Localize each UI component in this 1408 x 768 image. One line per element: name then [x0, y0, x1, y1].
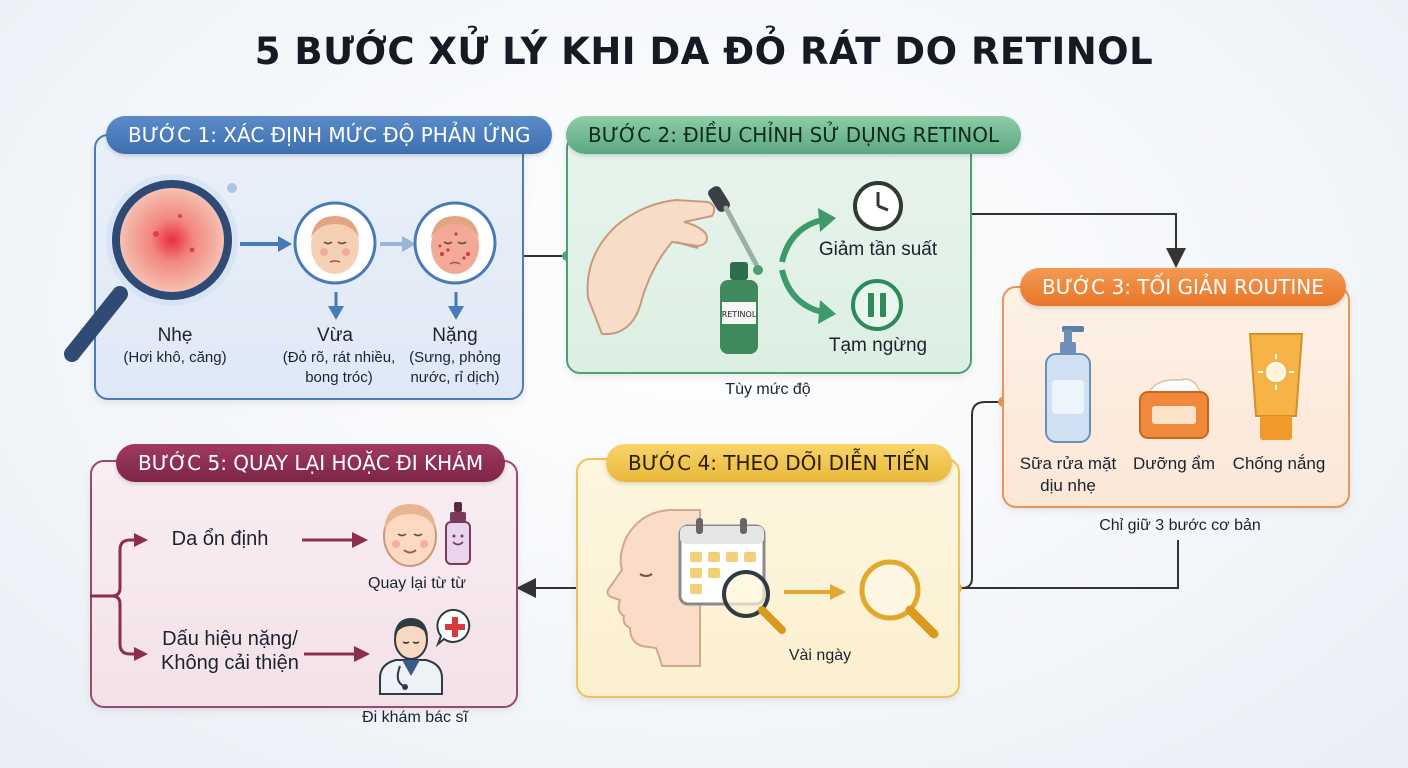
- level-severe-desc-1: (Sưng, phỏng: [409, 349, 501, 366]
- step4-caption: Vài ngày: [788, 647, 852, 664]
- pause-icon: [851, 279, 903, 331]
- connector-3-4: [958, 540, 1179, 589]
- level-severe-name: Nặng: [432, 325, 478, 346]
- page-title: 5 BƯỚC XỬ LÝ KHI DA ĐỎ RÁT DO RETINOL: [254, 30, 1154, 73]
- connector-3-4b: [961, 401, 1002, 589]
- step4-badge: BƯỚC 4: THEO DÕI DIỄN TIẾN: [606, 444, 952, 482]
- arrow-down-icon: [448, 292, 464, 320]
- level-mild-name: Nhẹ: [157, 325, 193, 346]
- step1-badge: BƯỚC 1: XÁC ĐỊNH MỨC ĐỘ PHẢN ỨNG: [106, 116, 553, 154]
- result-see-doctor: Đi khám bác sĩ: [362, 709, 468, 726]
- magnifier-large-icon: [859, 559, 939, 639]
- arrow-down-icon: [328, 292, 344, 320]
- step2-badge: BƯỚC 2: ĐIỀU CHỈNH SỬ DỤNG RETINOL: [566, 116, 1022, 154]
- step2-caption: Tùy mức độ: [725, 381, 811, 398]
- branch-skin-stable: Da ổn định: [171, 528, 269, 550]
- step3-badge: BƯỚC 3: TỐI GIẢN ROUTINE: [1020, 268, 1346, 306]
- item-moisturizer: Dưỡng ẩm: [1132, 454, 1216, 473]
- step5-panel: [90, 460, 518, 708]
- bottle-label: RETINOL: [722, 310, 757, 319]
- happy-face-icon: [383, 504, 437, 567]
- magnifier-icon: [64, 174, 238, 362]
- arrow-right-icon: [380, 236, 416, 252]
- hand-dropper-icon: [586, 186, 763, 336]
- level-mild-desc: (Hơi khô, căng): [123, 349, 227, 366]
- arrow-right-icon: [302, 532, 368, 548]
- doctor-icon: [379, 618, 443, 695]
- arrow-right-icon: [304, 646, 370, 662]
- arrow-right-icon: [240, 236, 292, 252]
- result-return-slowly: Quay lại từ từ: [368, 575, 466, 592]
- level-moderate-desc-1: (Đỏ rõ, rát nhiều,: [282, 349, 396, 366]
- step5-badge: BƯỚC 5: QUAY LẠI HOẶC ĐI KHÁM: [116, 444, 506, 482]
- curved-arrows-icon: [779, 208, 836, 324]
- arrow-right-icon: [784, 584, 846, 600]
- item-cleanser-line2: dịu nhẹ: [1040, 476, 1096, 495]
- item-cleanser-line1: Sữa rửa mặt: [1019, 454, 1117, 473]
- medical-cross-icon: [435, 608, 471, 648]
- clock-icon: [853, 181, 903, 231]
- level-severe-desc-2: nước, rỉ dịch): [410, 369, 500, 386]
- branch-severe-line1: Dấu hiệu nặng/: [162, 628, 298, 650]
- serum-bottle-icon: [445, 502, 471, 565]
- branch-arrows-icon: [90, 533, 148, 661]
- level-moderate-name: Vừa: [317, 325, 353, 346]
- face-profile-icon: [606, 509, 701, 667]
- cleanser-bottle-icon: [1045, 326, 1091, 443]
- option-reduce-frequency: Giảm tần suất: [818, 239, 938, 260]
- magnifier-small-icon: [722, 570, 786, 634]
- branch-severe-line2: Không cải thiện: [161, 652, 299, 674]
- face-mild-icon: [293, 201, 377, 285]
- retinol-bottle-icon: RETINOL: [720, 262, 758, 354]
- option-pause: Tạm ngừng: [828, 335, 928, 356]
- sunscreen-tube-icon: [1248, 333, 1304, 440]
- face-severe-icon: [413, 201, 497, 285]
- connector-2-3: [968, 213, 1186, 268]
- moisturizer-jar-icon: [1139, 378, 1209, 439]
- level-moderate-desc-2: bong tróc): [305, 369, 373, 386]
- step3-caption: Chỉ giữ 3 bước cơ bản: [1099, 517, 1261, 534]
- item-sunscreen: Chống nắng: [1232, 454, 1326, 473]
